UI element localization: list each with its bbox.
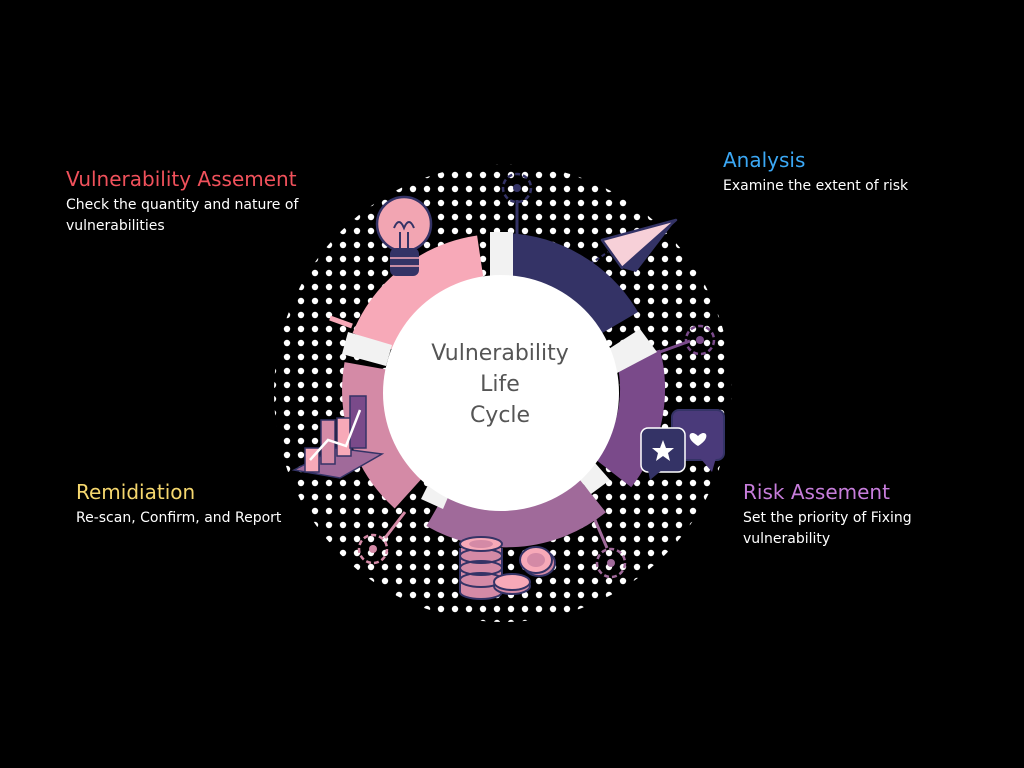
stage-risk-assessment: Risk Assement Set the priority of Fixing… [743, 480, 983, 550]
center-title-line-1: Vulnerability [431, 341, 569, 366]
ring-segment-risk [595, 349, 665, 488]
stage-analysis: Analysis Examine the extent of risk [723, 148, 983, 197]
stage-title: Remidiation [76, 480, 196, 504]
stage-remediation: Remidiation Re-scan, Confirm, and Report [76, 480, 336, 529]
bar-chart-icon [291, 395, 385, 479]
chat-bubbles-icon [640, 409, 725, 480]
ring-segment-remediation [342, 362, 426, 509]
stage-title: Vulnerability Assement [66, 167, 297, 191]
paper-plane-icon [589, 218, 678, 272]
ring-segment-assessment [352, 235, 485, 351]
center-disc [383, 275, 619, 511]
stage-description: Check the quantity and nature of vulnera… [66, 197, 299, 234]
lightbulb-icon [375, 195, 433, 276]
center-title-line-3: Cycle [469, 403, 531, 428]
stage-title: Risk Assement [743, 480, 890, 504]
coins-icon [459, 536, 556, 600]
ring-segment-analysis [501, 233, 639, 336]
center-title: Vulnerability Life Cycle [400, 338, 600, 431]
center-title-line-2: Life [480, 372, 520, 397]
cycle-ring [342, 233, 665, 548]
ring-segment-lower [426, 476, 606, 548]
stage-description: Examine the extent of risk [723, 178, 909, 194]
stage-description: Set the priority of Fixing vulnerability [743, 510, 912, 547]
stage-description: Re-scan, Confirm, and Report [76, 510, 282, 526]
connector-nodes [329, 172, 716, 579]
stage-vulnerability-assessment: Vulnerability Assement Check the quantit… [66, 167, 326, 237]
stage-title: Analysis [723, 148, 806, 172]
